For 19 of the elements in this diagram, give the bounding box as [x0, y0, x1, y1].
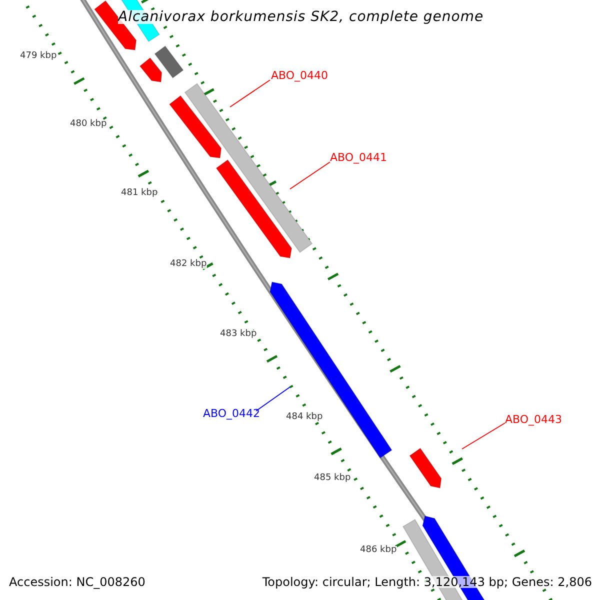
leader-line — [462, 422, 506, 450]
gene-label: ABO_0440 — [271, 70, 328, 81]
scale-label: 486 kbp — [360, 546, 397, 555]
gene-label: ABO_0441 — [330, 152, 388, 163]
gene-label: ABO_0442 — [203, 408, 260, 419]
scale-label: 484 kbp — [286, 413, 323, 422]
leader-line — [256, 386, 290, 412]
scale-label: 479 kbp — [20, 52, 57, 61]
diagram-title: Alcanivorax borkumensis SK2, complete genome — [118, 10, 484, 24]
scale-label: 482 kbp — [170, 260, 207, 269]
leader-line — [230, 80, 270, 108]
scale-label: 480 kbp — [70, 120, 107, 129]
footer-text: Accession: NC_008260 — [9, 576, 146, 588]
leader-line — [290, 162, 330, 190]
gene-label: ABO_0443 — [505, 414, 562, 425]
scale-label: 485 kbp — [314, 474, 351, 483]
scale-label: 483 kbp — [220, 330, 257, 339]
footer-text: Topology: circular; Length: 3,120,143 bp; Genes: 2,806 — [262, 576, 592, 588]
scale-label: 481 kbp — [121, 189, 158, 198]
